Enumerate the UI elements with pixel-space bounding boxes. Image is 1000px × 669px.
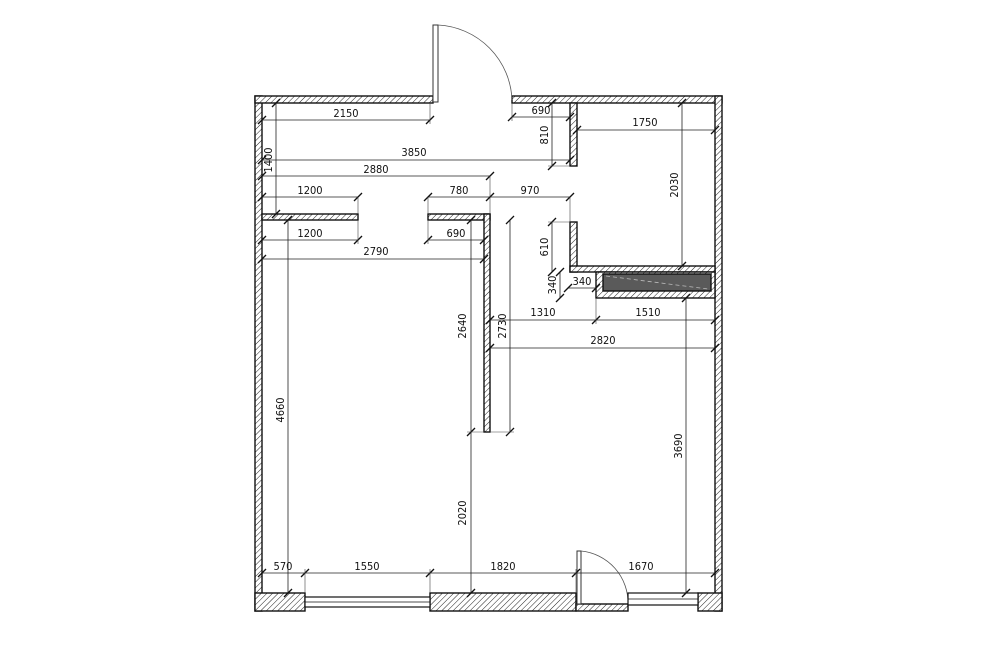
dim-3690: 3690	[672, 433, 685, 458]
dim-690-lower: 690	[447, 227, 466, 240]
walls	[254, 95, 723, 612]
dim-2820: 2820	[590, 334, 615, 347]
wall-right	[714, 95, 723, 612]
wall-left	[254, 95, 263, 612]
balcony-door-swing	[580, 550, 629, 605]
entry-door-swing	[437, 24, 513, 101]
dim-2150: 2150	[333, 107, 358, 120]
wall-bottom-right	[697, 592, 723, 612]
dim-1400: 1400	[262, 147, 275, 172]
dim-2880: 2880	[363, 163, 388, 176]
dim-2640: 2640	[456, 313, 469, 338]
wall-bath-upper	[569, 102, 578, 167]
dim-3850: 3850	[401, 146, 426, 159]
balcony-door-leaf	[576, 550, 582, 605]
dim-2790: 2790	[363, 245, 388, 258]
dim-2020: 2020	[456, 500, 469, 525]
dimension-lines	[257, 98, 720, 598]
dim-1510: 1510	[635, 306, 660, 319]
wall-bottom-mid	[429, 592, 577, 612]
wall-bath-bottom	[569, 265, 716, 273]
dim-1550: 1550	[354, 560, 379, 573]
wall-partition-left	[261, 213, 359, 221]
dim-1200-upper: 1200	[297, 184, 322, 197]
wall-bottom-left	[254, 592, 306, 612]
dim-810: 810	[538, 126, 551, 145]
entry-door-leaf	[432, 24, 439, 103]
dim-1820: 1820	[490, 560, 515, 573]
dim-690-top: 690	[532, 104, 551, 117]
dim-340-vertical: 340	[546, 276, 559, 295]
dim-1750: 1750	[632, 116, 657, 129]
wall-top-right	[511, 95, 723, 104]
wall-bath-lower	[569, 221, 578, 273]
dim-340-horizontal: 340	[573, 275, 592, 288]
dim-2030: 2030	[668, 172, 681, 197]
wall-bottom-mid2	[575, 603, 629, 612]
dim-970: 970	[521, 184, 540, 197]
wall-top-left	[254, 95, 434, 104]
dimension-labels: 2150 690 810 1750 1400 3850 2880 1200 78…	[262, 104, 685, 573]
dim-610: 610	[538, 238, 551, 257]
openings	[304, 24, 699, 608]
dim-1670: 1670	[628, 560, 653, 573]
dim-1200-lower: 1200	[297, 227, 322, 240]
dim-780: 780	[450, 184, 469, 197]
dim-2730: 2730	[496, 313, 509, 338]
dim-4660: 4660	[274, 397, 287, 422]
wall-partition-right	[427, 213, 491, 221]
dim-1310: 1310	[530, 306, 555, 319]
dim-570: 570	[274, 560, 293, 573]
